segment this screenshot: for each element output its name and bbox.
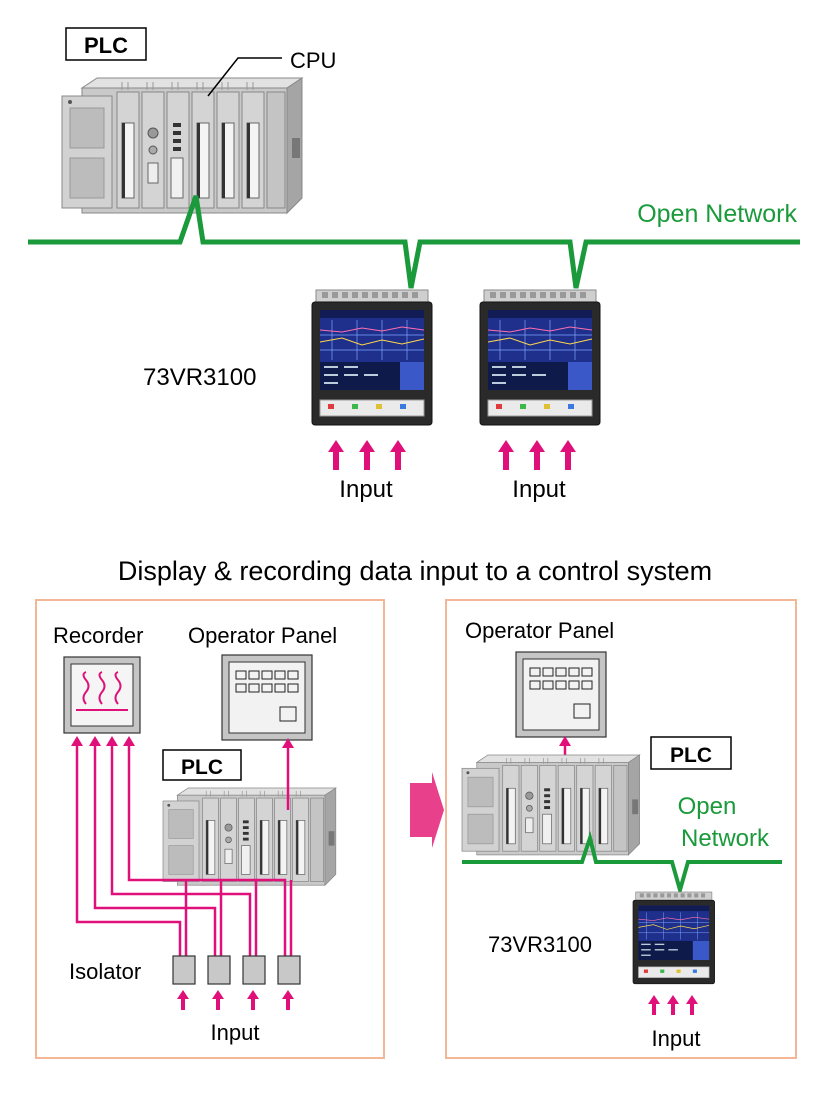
after-network-label-line1: Open [678, 793, 737, 820]
before-panel: Recorder Operator Panel PLC [35, 599, 385, 1059]
plc-label-box [65, 27, 147, 61]
after-plc-label-box [650, 736, 732, 770]
cpu-label: CPU [290, 48, 336, 73]
isolator-icon [172, 955, 301, 985]
paperless-recorder-icon [479, 289, 601, 426]
input-arrow-icon [560, 440, 576, 470]
input-arrow-icon [498, 440, 514, 470]
operator-panel-icon [221, 654, 313, 741]
isolator-wiring [75, 740, 293, 958]
operator-panel-icon [515, 651, 607, 738]
input-arrow-icon [328, 440, 344, 470]
open-network-line [28, 195, 800, 289]
input-arrow-icon [390, 440, 406, 470]
input-arrow-icon [359, 440, 375, 470]
before-input-label: Input [211, 1020, 260, 1045]
before-operator-panel-label: Operator Panel [188, 623, 337, 648]
open-network-label: Open Network [637, 200, 797, 228]
paperless-recorder-icon [632, 891, 715, 985]
wiring-arrowheads [71, 736, 294, 748]
after-network-label-line2: Network [681, 825, 770, 852]
isolator-label: Isolator [69, 959, 141, 984]
cpu-leader-line [207, 57, 282, 97]
top-section: PLC CPU Open Network 73VR3100 Input Inpu… [28, 27, 800, 503]
before-plc-label-box [162, 749, 242, 781]
transition-arrow-icon [410, 772, 444, 848]
top-recorder-label: 73VR3100 [143, 364, 256, 391]
after-input-label: Input [652, 1026, 701, 1051]
after-panel: Operator Panel PLC Open Network 73VR3100… [445, 599, 797, 1059]
after-recorder-label: 73VR3100 [488, 932, 592, 957]
panel-link-arrowhead [559, 736, 571, 746]
top-input-label-right: Input [512, 476, 566, 503]
after-plc-label: PLC [670, 744, 712, 767]
paperless-recorder-icon [311, 289, 433, 426]
top-input-label-left: Input [339, 476, 393, 503]
after-operator-panel-label: Operator Panel [465, 618, 614, 643]
before-plc-label: PLC [181, 756, 223, 779]
chart-recorder-icon [63, 656, 141, 734]
top-plc-label: PLC [84, 33, 128, 58]
plc-rack-icon [461, 754, 640, 856]
diagram-caption: Display & recording data input to a cont… [118, 556, 712, 586]
plc-rack-icon [61, 77, 303, 214]
plc-rack-icon [162, 787, 337, 886]
after-network-line [462, 830, 782, 898]
before-recorder-label: Recorder [53, 623, 143, 648]
input-arrow-icon [529, 440, 545, 470]
